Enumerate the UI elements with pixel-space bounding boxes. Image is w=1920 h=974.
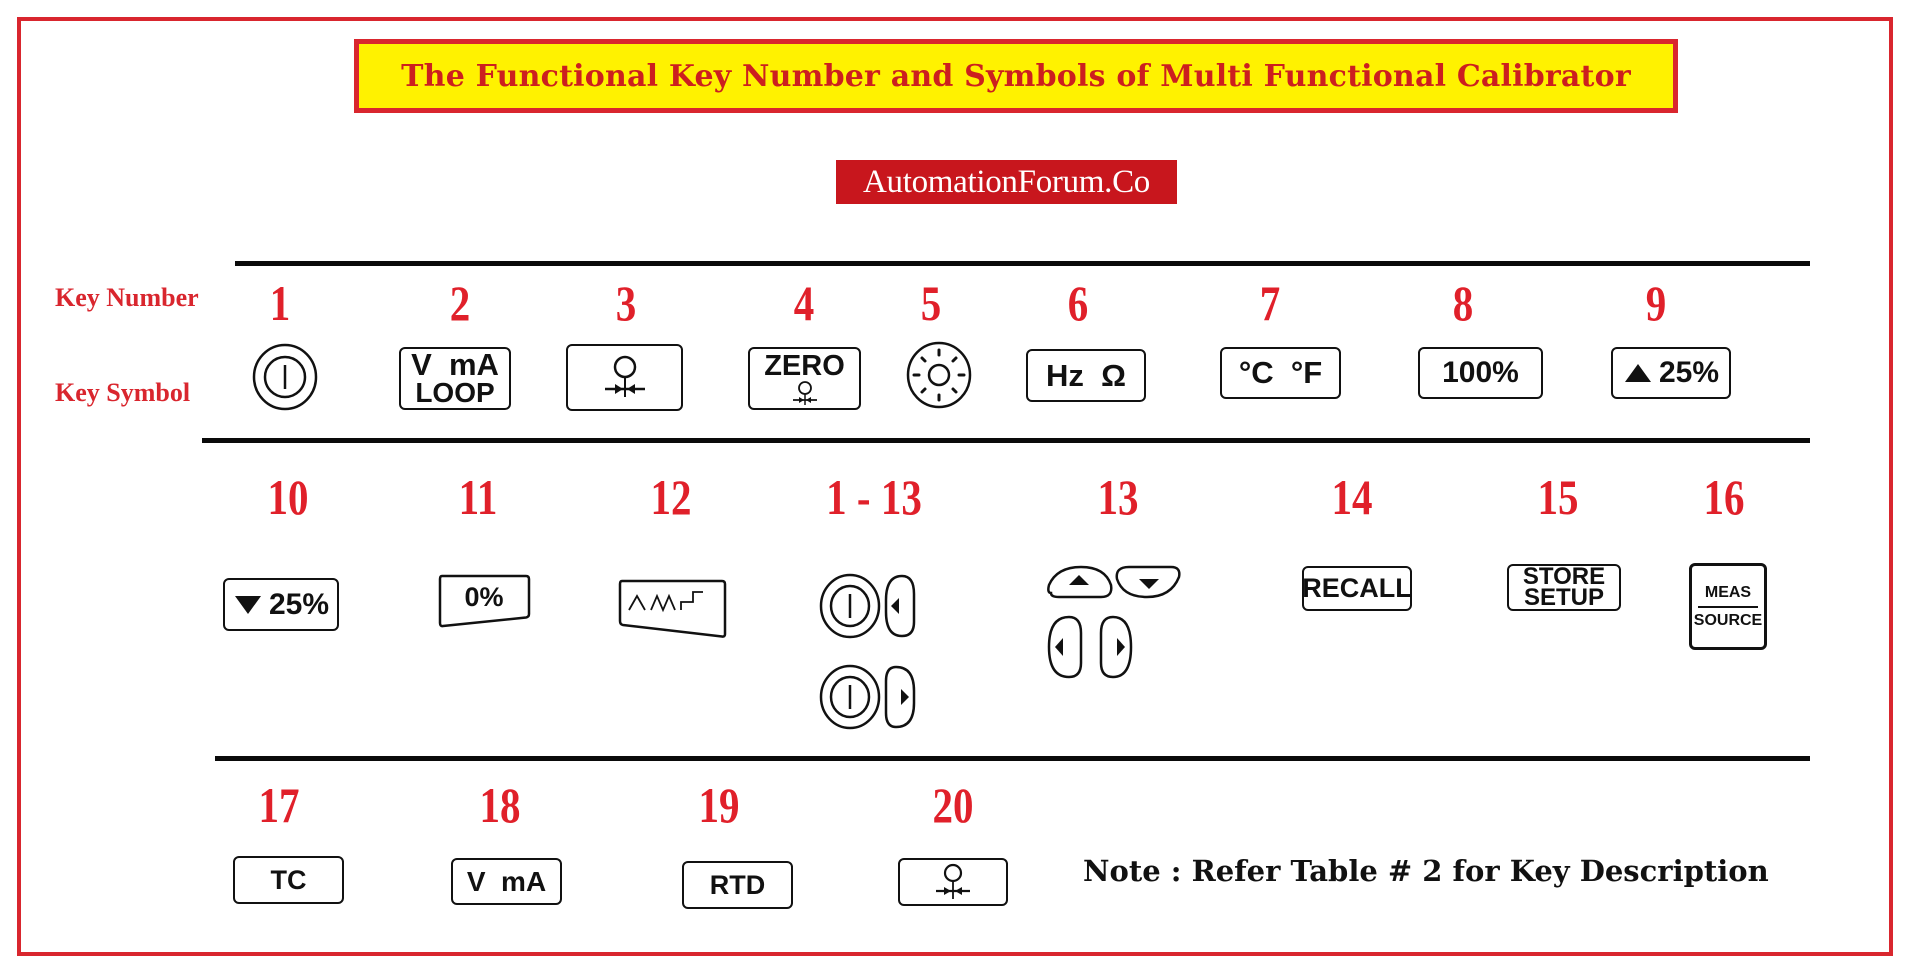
- triangle-up-icon: [1624, 364, 1651, 382]
- key-6-hz-ohm-button[interactable]: Hz Ω: [1026, 349, 1146, 402]
- key-number-18: 18: [479, 777, 521, 833]
- key-number-8: 8: [1452, 275, 1474, 331]
- brand-badge-text: AutomationForum.Co: [862, 163, 1151, 200]
- key-8-label: 100%: [1442, 356, 1519, 389]
- key-1-13-power-right-combo[interactable]: [818, 663, 918, 731]
- key-11-0-percent-button[interactable]: 0%: [437, 574, 531, 629]
- backlight-icon: [906, 341, 972, 409]
- key-2-v-ma-loop-button[interactable]: V mA LOOP: [399, 347, 511, 410]
- key-15-line1: STORE: [1522, 563, 1606, 591]
- divider-bottom: [215, 756, 1810, 761]
- key-17-label: TC: [270, 864, 307, 895]
- ramp-waveform-icon: [618, 579, 727, 638]
- key-16-line2: SOURCE: [1693, 611, 1763, 629]
- key-number-6: 6: [1067, 275, 1089, 331]
- key-7-label: °C °F: [1238, 355, 1323, 390]
- left-arrow-key: [1047, 615, 1083, 679]
- power-plus-arrow-icon: [819, 664, 916, 730]
- key-3-pressure-button[interactable]: [566, 344, 683, 411]
- key-14-label: RECALL: [1302, 573, 1412, 603]
- outer-frame: [17, 17, 1893, 956]
- key-number-13: 13: [1097, 469, 1139, 525]
- key-17-tc-button[interactable]: TC: [233, 856, 344, 904]
- key-10-label: 25%: [268, 587, 330, 621]
- key-number-15: 15: [1537, 469, 1579, 525]
- key-20-pressure-button[interactable]: [898, 858, 1008, 906]
- pressure-icon: [792, 380, 817, 405]
- key-1-13-power-left-combo[interactable]: [818, 572, 918, 640]
- power-icon: [252, 343, 318, 411]
- divider-middle: [202, 438, 1810, 443]
- key-number-3: 3: [615, 275, 637, 331]
- key-15-store-setup-button[interactable]: STORE SETUP: [1507, 564, 1621, 611]
- pressure-icon: [936, 863, 970, 899]
- key-number-7: 7: [1259, 275, 1281, 331]
- key-12-ramp-button[interactable]: [617, 579, 727, 639]
- key-16-meas-source-button[interactable]: MEAS SOURCE: [1689, 563, 1767, 650]
- key-number-1: 1: [269, 275, 291, 331]
- key-9-label: 25%: [1658, 356, 1720, 389]
- key-5-backlight-button[interactable]: [905, 341, 973, 409]
- key-11-label: 0%: [464, 582, 504, 612]
- key-number-1-13: 1 - 13: [826, 469, 922, 525]
- brand-badge: AutomationForum.Co: [836, 160, 1177, 204]
- power-plus-arrow-icon: [819, 573, 916, 639]
- key-14-recall-button[interactable]: RECALL: [1302, 566, 1412, 611]
- key-number-4: 4: [793, 275, 815, 331]
- key-15-line2: SETUP: [1523, 583, 1604, 611]
- key-number-5: 5: [920, 275, 942, 331]
- key-16-divider: [1697, 605, 1758, 608]
- key-number-20: 20: [932, 777, 974, 833]
- key-9-step-up-25-button[interactable]: 25%: [1611, 347, 1731, 399]
- key-8-100-percent-button[interactable]: 100%: [1418, 347, 1543, 399]
- key-4-zero-button[interactable]: ZERO: [748, 347, 861, 410]
- key-number-19: 19: [698, 777, 740, 833]
- key-19-rtd-button[interactable]: RTD: [682, 861, 793, 909]
- key-10-step-down-25-button[interactable]: 25%: [223, 578, 339, 631]
- pressure-icon: [604, 355, 645, 397]
- key-number-12: 12: [650, 469, 692, 525]
- key-number-11: 11: [458, 469, 498, 525]
- key-19-label: RTD: [709, 869, 766, 900]
- key-number-16: 16: [1703, 469, 1745, 525]
- key-11-outline: [438, 574, 531, 628]
- title-banner: The Functional Key Number and Symbols of…: [354, 39, 1678, 113]
- key-2-line1: V mA: [411, 347, 499, 383]
- key-18-label: V mA: [466, 865, 547, 897]
- key-13-arrow-keys[interactable]: [1045, 563, 1185, 681]
- triangle-down-icon: [234, 595, 261, 614]
- key-number-9: 9: [1645, 275, 1667, 331]
- key-number-17: 17: [258, 777, 300, 833]
- note-text: Note : Refer Table # 2 for Key Descripti…: [1083, 854, 1769, 888]
- key-number-10: 10: [267, 469, 309, 525]
- key-16-line1: MEAS: [1704, 584, 1752, 602]
- key-18-v-ma-button[interactable]: V mA: [451, 858, 562, 905]
- key-number-2: 2: [449, 275, 471, 331]
- key-6-label: Hz Ω: [1046, 357, 1126, 393]
- key-4-label: ZERO: [764, 349, 845, 382]
- key-number-14: 14: [1331, 469, 1373, 525]
- page-title: The Functional Key Number and Symbols of…: [401, 58, 1631, 94]
- key-2-line2: LOOP: [415, 376, 495, 408]
- divider-top: [235, 261, 1810, 266]
- arrow-keys-icon: [1047, 565, 1181, 679]
- key-7-temperature-unit-button[interactable]: °C °F: [1220, 347, 1341, 399]
- key-symbol-label: Key Symbol: [55, 378, 191, 407]
- key-1-power-button[interactable]: [251, 343, 319, 411]
- right-arrow-key: [1099, 615, 1133, 679]
- key-number-label: Key Number: [55, 283, 199, 312]
